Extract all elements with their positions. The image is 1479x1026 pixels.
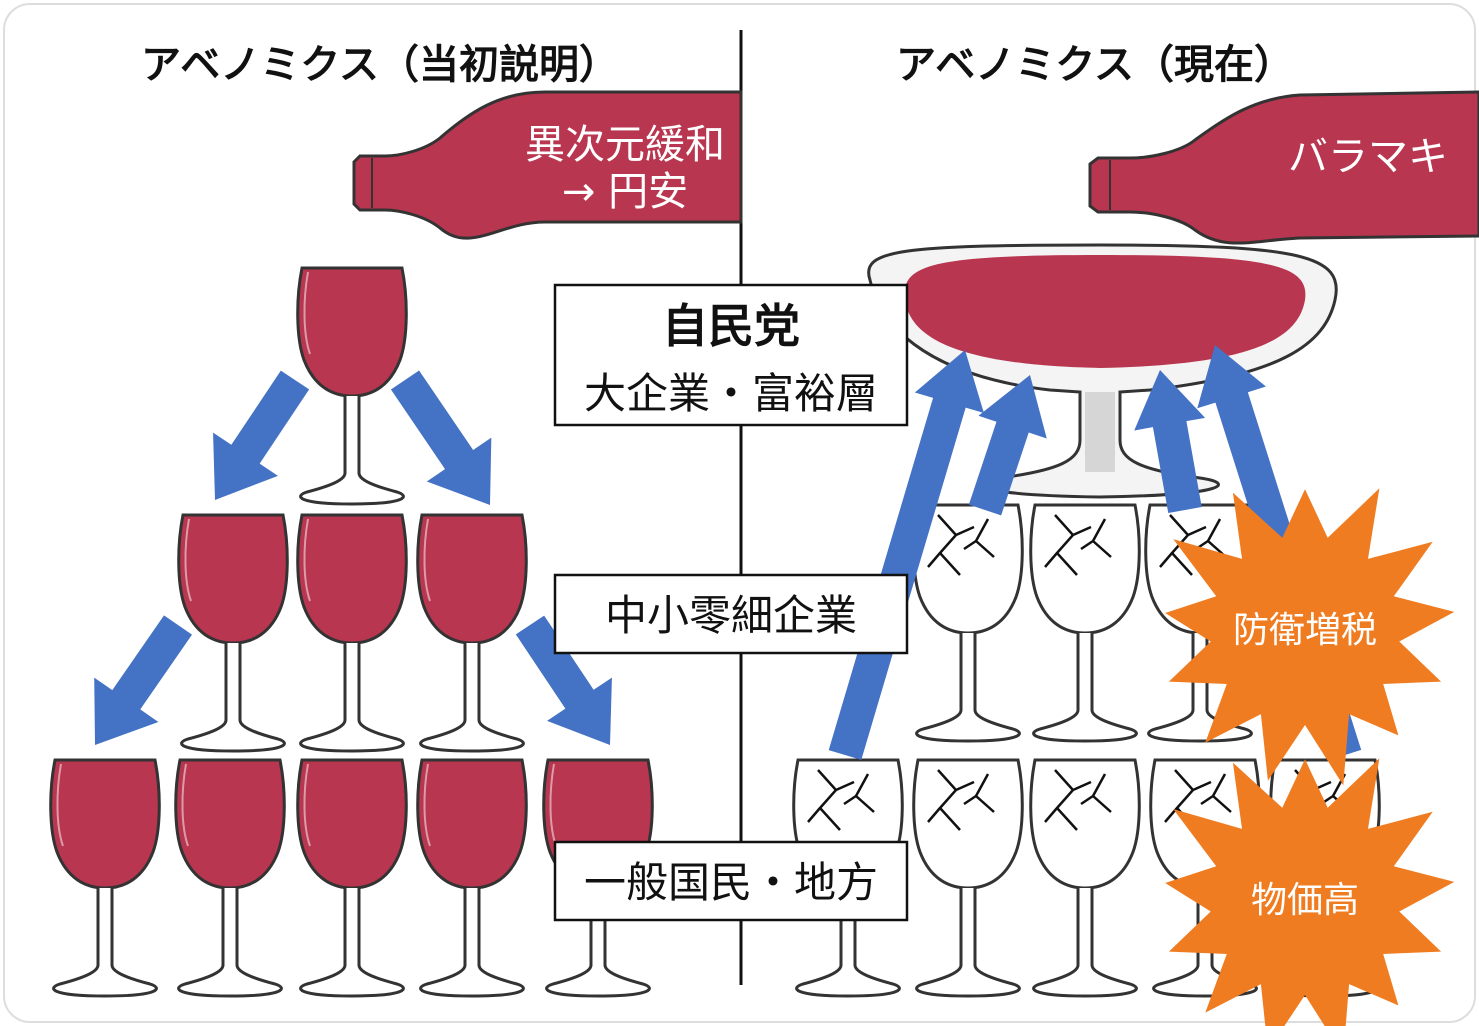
arrow-up-3	[1134, 370, 1206, 513]
tier-top-label-1: 自民党	[662, 299, 800, 353]
arrow-up-1	[828, 350, 984, 760]
arrow-down-right-1	[390, 370, 492, 505]
arrow-up-2	[968, 375, 1047, 516]
arrow-down-left-1	[213, 370, 310, 500]
left-glass-bottom-1	[49, 758, 161, 998]
tier-middle-box	[553, 573, 909, 655]
right-glass-middle-2	[1029, 503, 1141, 743]
burst-defense-tax-label: 防衛増税	[1233, 610, 1377, 651]
big-bowl-glass	[867, 243, 1338, 499]
left-glass-top	[296, 266, 408, 506]
tier-top-label-2: 大企業・富裕層	[584, 369, 878, 418]
burst-price-rise	[1165, 758, 1455, 1026]
tier-top-box	[553, 283, 909, 427]
left-glass-bottom-3	[296, 758, 408, 998]
left-glass-middle-1	[177, 513, 289, 753]
left-glass-bottom-2	[174, 758, 286, 998]
right-title: アベノミクス（現在）	[896, 42, 1294, 88]
burst-price-rise-label: 物価高	[1251, 880, 1359, 921]
tier-bottom-box	[553, 840, 909, 922]
left-bottle-label-2: → 円安	[562, 169, 688, 215]
left-glass-bottom-4	[416, 758, 528, 998]
left-title: アベノミクス（当初説明）	[141, 42, 619, 88]
left-glass-middle-2	[296, 513, 408, 753]
left-glass-middle-3	[416, 513, 528, 753]
right-bottle-label: バラマキ	[1288, 134, 1448, 180]
burst-defense-tax	[1165, 488, 1455, 786]
left-bottle-label-1: 異次元緩和	[525, 122, 725, 168]
right-glass-bottom-2	[912, 758, 1024, 998]
right-bottle	[1088, 90, 1479, 245]
tier-middle-label: 中小零細企業	[605, 591, 857, 640]
arrow-down-left-2	[94, 615, 192, 745]
right-glass-bottom-3	[1029, 758, 1141, 998]
arrow-down-right-2	[515, 615, 612, 745]
tier-bottom-label: 一般国民・地方	[584, 858, 878, 907]
left-bottle	[352, 90, 743, 240]
